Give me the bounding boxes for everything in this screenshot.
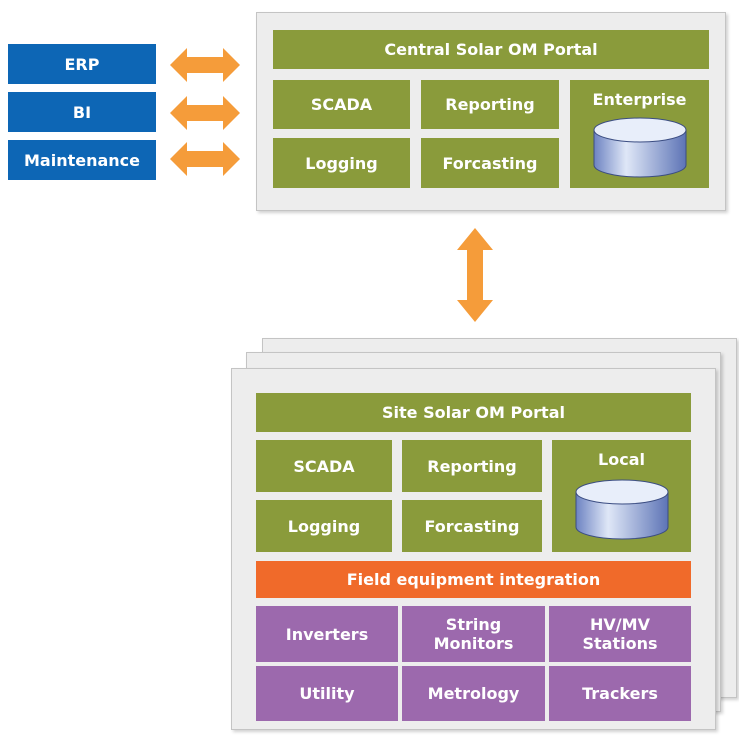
erp-bidirectional-arrow-icon <box>170 48 240 82</box>
bi-box: BI <box>8 92 156 132</box>
site-logging-label: Logging <box>287 516 361 536</box>
inverters-label: Inverters <box>285 624 369 644</box>
central-reporting-label: Reporting <box>445 95 535 114</box>
site-reporting-label: Reporting <box>427 456 517 476</box>
central-portal-title: Central Solar OM Portal <box>273 30 709 69</box>
central-enterprise-database: Enterprise <box>570 80 709 188</box>
central-reporting-module: Reporting <box>421 80 559 129</box>
field-equipment-integration-bar: Field equipment integration <box>256 561 691 598</box>
site-portal-title: Site Solar OM Portal <box>256 393 691 432</box>
central-logging-module: Logging <box>273 138 410 188</box>
bi-label: BI <box>72 102 92 122</box>
site-reporting-module: Reporting <box>402 440 542 492</box>
equipment-utility: Utility <box>256 666 398 721</box>
hv-mv-stations-label: HV/MV Stations <box>582 615 658 653</box>
site-scada-module: SCADA <box>256 440 392 492</box>
site-local-database: Local <box>552 440 691 552</box>
equipment-trackers: Trackers <box>549 666 691 721</box>
maintenance-bidirectional-arrow-icon <box>170 142 240 176</box>
equipment-string-monitors: String Monitors <box>402 606 545 662</box>
site-forcasting-label: Forcasting <box>424 516 520 536</box>
utility-label: Utility <box>299 684 355 703</box>
equipment-inverters: Inverters <box>256 606 398 662</box>
central-forcasting-module: Forcasting <box>421 138 559 188</box>
central-portal-title-text: Central Solar OM Portal <box>384 40 598 59</box>
central-scada-label: SCADA <box>310 95 373 114</box>
enterprise-database-icon <box>593 117 686 178</box>
trackers-label: Trackers <box>582 684 658 703</box>
central-enterprise-label: Enterprise <box>592 90 687 109</box>
maintenance-label: Maintenance <box>23 150 140 170</box>
maintenance-box: Maintenance <box>8 140 156 180</box>
erp-label: ERP <box>64 54 100 74</box>
equipment-metrology: Metrology <box>402 666 545 721</box>
site-scada-label: SCADA <box>293 456 355 476</box>
central-scada-module: SCADA <box>273 80 410 129</box>
field-equipment-integration-label: Field equipment integration <box>346 570 601 589</box>
string-monitors-label: String Monitors <box>433 615 514 653</box>
site-portal-title-text: Site Solar OM Portal <box>382 403 565 422</box>
site-logging-module: Logging <box>256 500 392 552</box>
equipment-hv-mv-stations: HV/MV Stations <box>549 606 691 662</box>
central-logging-label: Logging <box>305 153 378 173</box>
metrology-label: Metrology <box>427 684 520 703</box>
central-site-bidirectional-arrow-icon <box>457 228 493 322</box>
site-forcasting-module: Forcasting <box>402 500 542 552</box>
erp-box: ERP <box>8 44 156 84</box>
site-local-label: Local <box>598 450 645 469</box>
local-database-icon <box>575 479 668 540</box>
bi-bidirectional-arrow-icon <box>170 96 240 130</box>
central-forcasting-label: Forcasting <box>442 153 538 173</box>
